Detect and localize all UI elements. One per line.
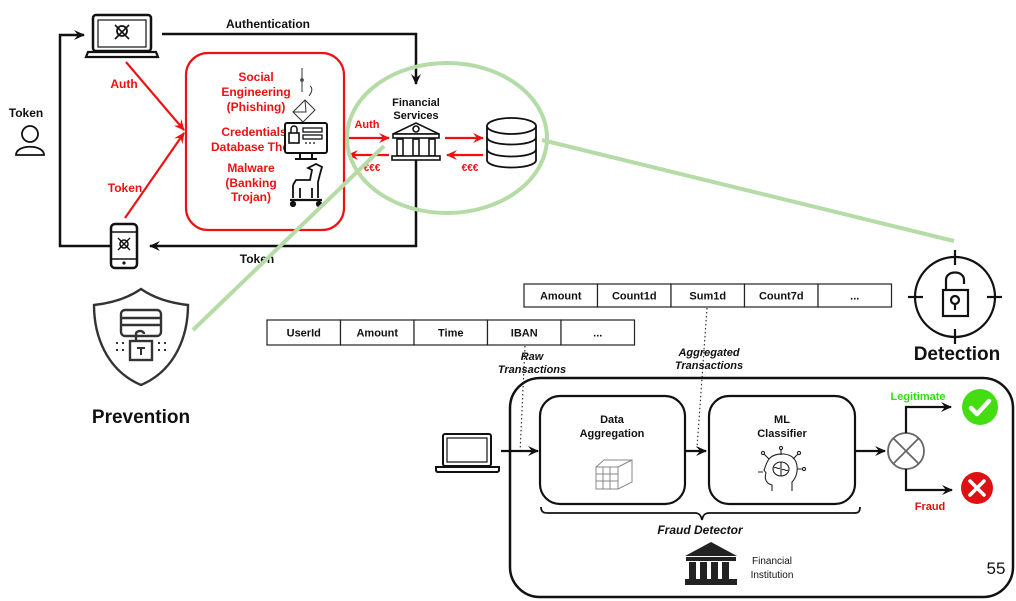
table-cell: IBAN bbox=[486, 319, 562, 346]
table-cell: UserId bbox=[266, 319, 342, 346]
table-cell-label: UserId bbox=[287, 328, 321, 340]
attack-vectors-box bbox=[184, 51, 346, 232]
compromised-laptop-icon bbox=[84, 13, 160, 59]
ml-classifier-label-1: ML bbox=[774, 414, 790, 426]
svg-text:Social: Social bbox=[238, 70, 273, 84]
ml-classifier-label-2: Classifier bbox=[757, 428, 807, 440]
svg-text:Engineering: Engineering bbox=[221, 85, 290, 99]
fs-auth-label: Auth bbox=[354, 119, 379, 131]
table-cell-label: ... bbox=[850, 291, 859, 303]
institution-label-1: Financial bbox=[752, 556, 792, 567]
table-cell-label: ... bbox=[593, 328, 602, 340]
compromised-phone-icon bbox=[109, 222, 139, 270]
database-icon bbox=[486, 117, 537, 169]
svg-text:Malware: Malware bbox=[227, 161, 275, 175]
raw-transactions-table: UserId Amount Time IBAN... bbox=[266, 319, 636, 346]
phishing-hook-envelope-icon bbox=[292, 68, 316, 123]
institution-bank-icon bbox=[685, 542, 737, 585]
fraud-label: Fraud bbox=[915, 501, 946, 513]
table-cell-label: Count1d bbox=[612, 291, 657, 303]
trojan-horse-icon bbox=[289, 162, 324, 208]
table-cell-label: Sum1d bbox=[689, 291, 726, 303]
data-aggregation-label-1: Data bbox=[600, 414, 625, 426]
data-aggregation-box bbox=[538, 394, 687, 506]
legitimate-arrow bbox=[904, 402, 952, 433]
fraud-arrow bbox=[904, 469, 953, 495]
auth-arrow-label: Auth bbox=[110, 77, 137, 91]
attack-item-credentials: Credentials Database Theft bbox=[211, 125, 297, 154]
svg-text:(Phishing): (Phishing) bbox=[227, 100, 286, 114]
attack-item-phishing: Social Engineering (Phishing) bbox=[221, 70, 290, 114]
svg-text:Trojan): Trojan) bbox=[231, 190, 271, 204]
bank-icon bbox=[391, 122, 441, 161]
table-cell: ... bbox=[817, 283, 893, 308]
table-cell-label: Amount bbox=[540, 291, 582, 303]
authentication-label: Authentication bbox=[226, 17, 310, 31]
table-cell-label: IBAN bbox=[511, 328, 538, 340]
fraud-detector-label: Fraud Detector bbox=[657, 523, 744, 537]
table-cell: Time bbox=[413, 319, 489, 346]
target-unlocked-icon bbox=[908, 250, 1002, 344]
table-cell: Amount bbox=[523, 283, 599, 308]
shield-card-lock-icon bbox=[92, 287, 190, 387]
table-cell: Count7d bbox=[743, 283, 819, 308]
token-return-line bbox=[149, 150, 418, 251]
table-cell-label: Time bbox=[438, 328, 463, 340]
auth-attack-arrow bbox=[125, 61, 185, 131]
computer-lock-icon bbox=[284, 122, 328, 160]
financial-institution-container bbox=[508, 376, 1015, 599]
table-cell: Amount bbox=[339, 319, 415, 346]
aggregated-label-1: Aggregated bbox=[677, 347, 739, 359]
attack-item-malware: Malware (Banking Trojan) bbox=[225, 161, 276, 204]
fs-money-right-label: €€€ bbox=[462, 163, 479, 174]
aggregated-dotted-link bbox=[696, 307, 708, 449]
user-icon bbox=[15, 125, 45, 156]
user-token-label: Token bbox=[9, 106, 43, 120]
token-attack-arrow bbox=[124, 132, 185, 219]
detection-connector-line bbox=[541, 138, 955, 243]
token-arrow-label: Token bbox=[108, 181, 142, 195]
table-cell-label: Count7d bbox=[759, 291, 804, 303]
fs-money-left-label: €€€ bbox=[364, 163, 381, 174]
raw-label-2: Transactions bbox=[498, 364, 566, 376]
data-cube-icon bbox=[595, 459, 633, 490]
cross-icon bbox=[961, 472, 993, 504]
svg-text:Credentials: Credentials bbox=[221, 125, 287, 139]
ml-classifier-box bbox=[707, 394, 857, 506]
decision-xor-node bbox=[887, 432, 925, 470]
raw-dotted-link bbox=[519, 345, 526, 454]
institution-label-2: Institution bbox=[751, 570, 794, 581]
fraud-detector-brace bbox=[540, 506, 861, 521]
laptop-icon bbox=[435, 433, 500, 473]
aggregated-transactions-table: Amount Count1d Sum1d Count7d... bbox=[523, 283, 893, 308]
loop-left-line bbox=[58, 30, 110, 248]
financial-services-label-2: Services bbox=[393, 110, 438, 122]
legitimate-label: Legitimate bbox=[890, 391, 945, 403]
detection-label: Detection bbox=[914, 344, 1001, 365]
data-aggregation-label-2: Aggregation bbox=[580, 428, 645, 440]
ai-brain-head-icon bbox=[758, 445, 807, 491]
svg-text:(Banking: (Banking bbox=[225, 176, 276, 190]
highlight-ellipse bbox=[345, 61, 549, 215]
table-cell: Sum1d bbox=[670, 283, 746, 308]
aggregated-label-2: Transactions bbox=[675, 360, 743, 372]
prevention-connector-line bbox=[191, 144, 386, 332]
table-cell: Count1d bbox=[596, 283, 672, 308]
checkmark-icon bbox=[962, 389, 998, 425]
raw-label-1: Raw bbox=[521, 351, 545, 363]
financial-services-label-1: Financial bbox=[392, 97, 440, 109]
table-cell: ... bbox=[560, 319, 636, 346]
table-cell-label: Amount bbox=[356, 328, 398, 340]
svg-text:Database Theft: Database Theft bbox=[211, 140, 297, 154]
page-number: 55 bbox=[987, 559, 1006, 578]
prevention-label: Prevention bbox=[92, 407, 190, 428]
